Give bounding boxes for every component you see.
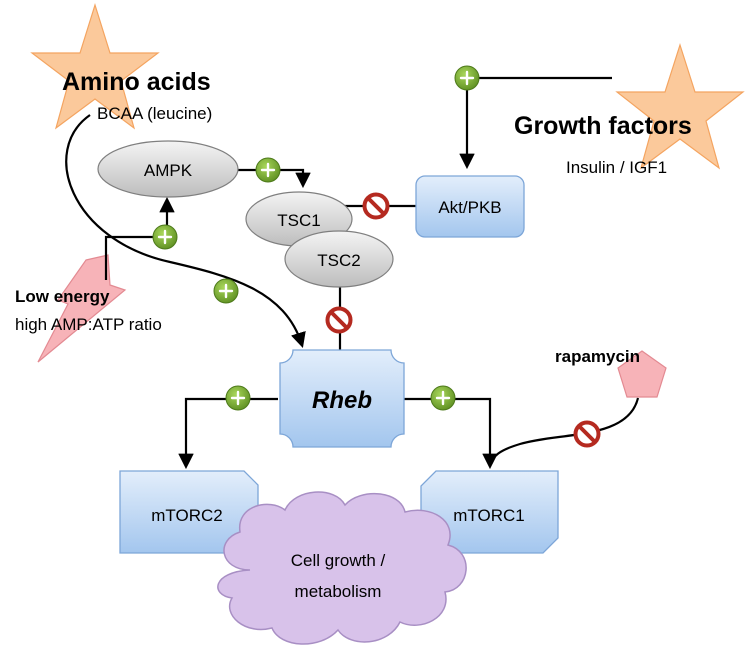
bcaa-label: BCAA (leucine) — [97, 104, 212, 123]
rheb-label: Rheb — [312, 387, 372, 414]
akt-pkb-node: Akt/PKB — [415, 175, 525, 238]
ampk-node: AMPK — [97, 140, 239, 198]
plus-circle-icon — [212, 277, 240, 305]
tsc1-label: TSC1 — [277, 211, 320, 230]
no-symbol-icon — [362, 192, 390, 220]
mtorc1-node: mTORC1 — [420, 470, 559, 554]
no-symbol-icon — [325, 306, 353, 334]
amp-atp-ratio-label: high AMP:ATP ratio — [15, 315, 162, 334]
mtorc1-label: mTORC1 — [453, 506, 524, 525]
plus-circle-icon — [151, 223, 179, 251]
plus-circle-icon — [224, 384, 252, 412]
mtorc2-node: mTORC2 — [119, 470, 259, 554]
rapamycin-pentagon-icon — [617, 350, 667, 398]
amino-acids-to-rheb-line — [65, 114, 306, 348]
no-symbol-icon — [573, 420, 601, 448]
akt-pkb-label: Akt/PKB — [438, 198, 501, 217]
low-energy-label: Low energy — [15, 287, 110, 306]
low-energy-to-ampk-line — [104, 196, 175, 280]
cell-growth-label-line1: Cell growth / — [291, 551, 386, 570]
rapamycin-label: rapamycin — [555, 347, 640, 366]
amino-acids-label: Amino acids — [62, 68, 211, 96]
low-energy-bolt-icon — [37, 254, 127, 363]
ampk-label: AMPK — [144, 161, 193, 180]
cell-growth-label-line2: metabolism — [295, 582, 382, 601]
mtorc2-label: mTORC2 — [151, 506, 222, 525]
tsc2-label: TSC2 — [317, 251, 360, 270]
growth-factors-star-icon — [615, 43, 745, 170]
amino-acids-star-icon — [30, 2, 160, 130]
rheb-to-mtorc2-line — [178, 397, 278, 470]
tsc2-node: TSC2 — [284, 230, 394, 288]
plus-circle-icon — [254, 156, 282, 184]
plus-circle-icon — [453, 64, 481, 92]
insulin-igf1-label: Insulin / IGF1 — [566, 158, 667, 177]
rapamycin-inhibits-mtorc1-line — [488, 397, 640, 467]
rheb-node: Rheb — [279, 349, 405, 448]
plus-circle-icon — [429, 384, 457, 412]
cell-growth-cloud: Cell growth / metabolism — [217, 491, 467, 645]
growth-factors-label: Growth factors — [514, 112, 692, 140]
